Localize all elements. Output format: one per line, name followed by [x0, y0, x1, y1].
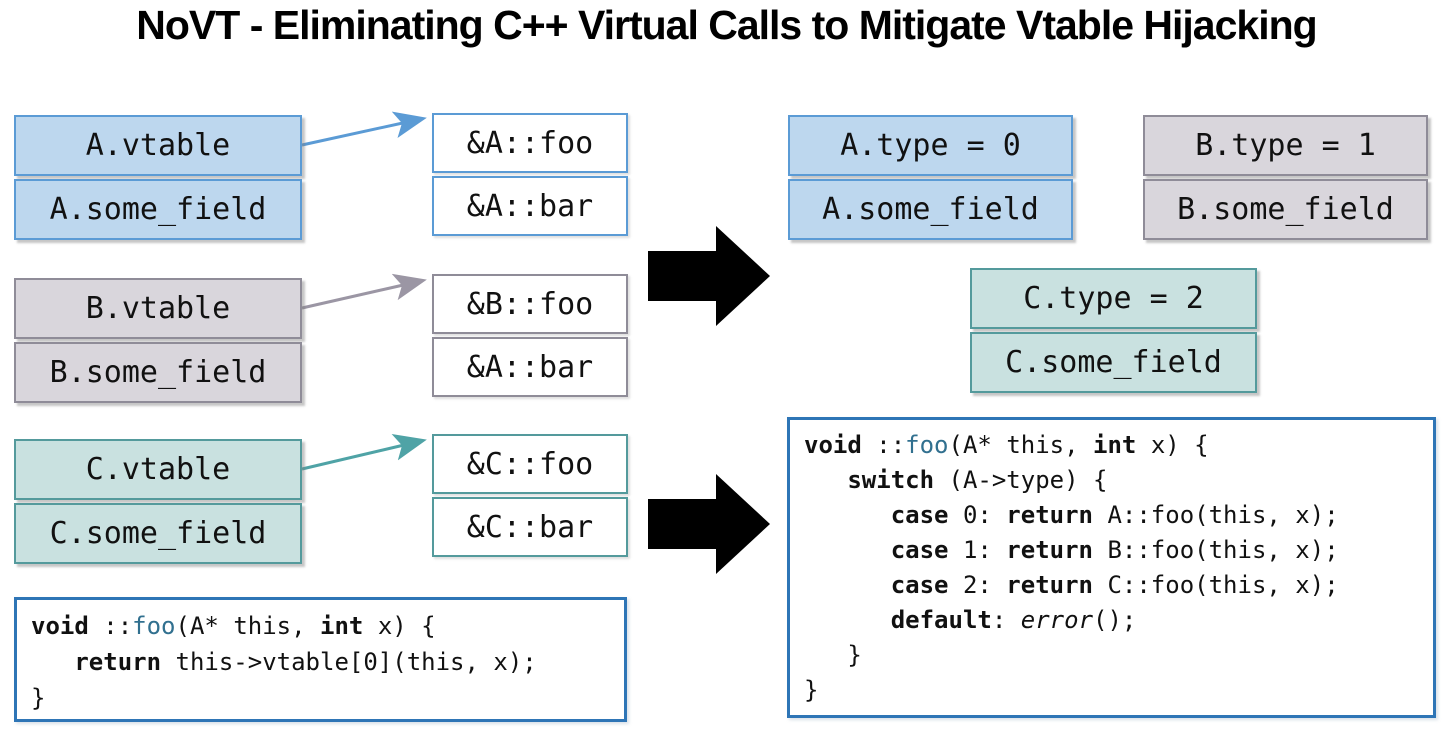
object-c-some-field: C.some_field [970, 332, 1257, 393]
object-c-layout: C.vtable C.some_field [14, 439, 302, 564]
code-line: void ::foo(A* this, int x) { [31, 612, 436, 640]
code-line: return this->vtable[0](this, x); [74, 648, 537, 676]
vtable-b-bar-entry: &A::bar [432, 337, 628, 397]
code-line: } [804, 641, 862, 669]
transform-arrow-top-icon [648, 226, 770, 326]
code-line: } [31, 684, 46, 712]
transform-arrow-bottom-icon [648, 474, 770, 574]
object-b-some-field: B.some_field [14, 342, 302, 403]
object-a-layout: A.vtable A.some_field [14, 115, 302, 240]
object-c-typed-layout: C.type = 2 C.some_field [970, 268, 1257, 393]
object-a-typed-layout: A.type = 0 A.some_field [788, 115, 1073, 240]
object-a-type-field: A.type = 0 [788, 115, 1073, 176]
vtable-c: &C::foo &C::bar [432, 434, 628, 557]
object-b-type-field: B.type = 1 [1143, 115, 1428, 176]
vtable-pointer-arrow-a [301, 111, 427, 147]
vtable-c-foo-entry: &C::foo [432, 434, 628, 494]
object-c-vtable-field: C.vtable [14, 439, 302, 500]
object-b-vtable-field: B.vtable [14, 278, 302, 339]
code-line: case 2: return C::foo(this, x); [890, 571, 1339, 599]
object-c-type-field: C.type = 2 [970, 268, 1257, 329]
object-b-some-field: B.some_field [1143, 179, 1428, 240]
vtable-pointer-arrow-c [301, 434, 427, 471]
object-a-some-field: A.some_field [788, 179, 1073, 240]
vtable-c-bar-entry: &C::bar [432, 497, 628, 557]
vtable-b: &B::foo &A::bar [432, 274, 628, 397]
vtable-a-foo-entry: &A::foo [432, 113, 628, 173]
vtable-a: &A::foo &A::bar [432, 113, 628, 236]
object-a-some-field: A.some_field [14, 179, 302, 240]
code-line: case 1: return B::foo(this, x); [890, 536, 1339, 564]
code-line: default: error(); [890, 606, 1137, 634]
vtable-pointer-arrow-b [301, 273, 427, 310]
virtual-dispatch-code-box: void ::foo(A* this, int x) { return this… [14, 597, 627, 722]
slide-title: NoVT - Eliminating C++ Virtual Calls to … [136, 2, 1317, 48]
code-line: case 0: return A::foo(this, x); [890, 501, 1339, 529]
object-c-some-field: C.some_field [14, 503, 302, 564]
code-line: switch (A->type) { [847, 466, 1108, 494]
vtable-b-foo-entry: &B::foo [432, 274, 628, 334]
vtable-a-bar-entry: &A::bar [432, 176, 628, 236]
code-line: } [804, 676, 819, 704]
switch-dispatch-code-box: void ::foo(A* this, int x) { switch (A->… [787, 417, 1436, 718]
object-b-layout: B.vtable B.some_field [14, 278, 302, 403]
object-b-typed-layout: B.type = 1 B.some_field [1143, 115, 1428, 240]
code-line: void ::foo(A* this, int x) { [804, 431, 1209, 459]
object-a-vtable-field: A.vtable [14, 115, 302, 176]
